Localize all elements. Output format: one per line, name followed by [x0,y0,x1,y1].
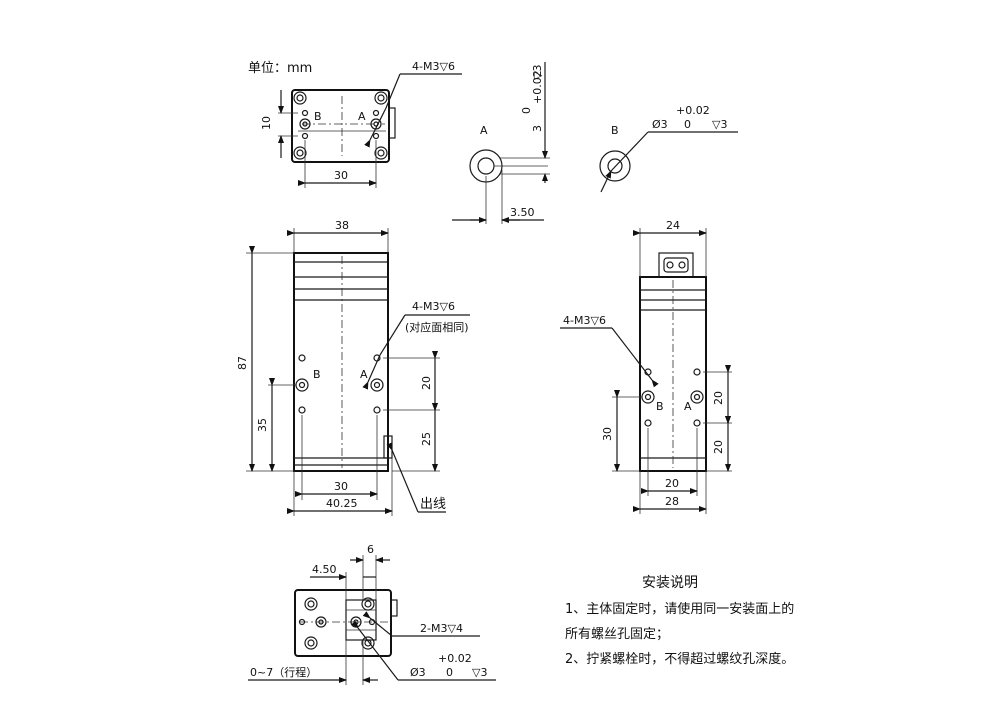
detail-a-label: A [480,124,488,137]
front-view: B A 4-M3▽6 (对应面相同) 38 87 35 20 25 [236,219,470,516]
dim-35: 35 [256,418,269,432]
dim-30-top: 30 [334,169,348,182]
depth-side: 6 [599,314,606,327]
notes-line-3: 2、拧紧螺栓时，不得超过螺纹孔深度。 [565,651,794,667]
depth-symbol-b: ▽ [712,118,721,131]
detail-b: B +0.02 Ø3 0 ▽3 [599,104,738,193]
dim-30-front: 30 [334,480,348,493]
svg-text:4-M3▽6: 4-M3▽6 [412,300,455,313]
tol-plus-a: +0.02 [531,70,544,104]
svg-text:▽3: ▽3 [712,118,727,131]
depth-top: 6 [448,60,455,73]
svg-text:▽3: ▽3 [472,666,487,679]
detail-b-label: B [611,124,619,137]
dim-38: 38 [335,219,349,232]
tol-zero-bottom: 0 [446,666,453,679]
dim-25: 25 [420,432,433,446]
notes-line-2: 所有螺丝孔固定； [565,627,669,642]
dim-28: 28 [665,495,679,508]
depth-symbol-a: ▽ [531,71,544,80]
dim-20-side-w: 20 [665,477,679,490]
tol-zero-b: 0 [684,118,691,131]
svg-text:2-M3▽4: 2-M3▽4 [420,622,463,635]
svg-text:Ø3: Ø3 [410,666,426,679]
dim-40-25: 40.25 [326,497,358,510]
tol-plus-bottom: +0.02 [438,652,472,665]
dim-3-50: 3.50 [510,206,535,219]
pin-dim-a: 3 [531,125,544,132]
depth-bottom: 4 [456,622,463,635]
depth-symbol-front: ▽ [439,300,448,313]
wire-out-label: 出线 [420,497,446,512]
depth-front: 6 [448,300,455,313]
label-a: A [358,110,366,123]
svg-text:▽3: ▽3 [531,65,544,80]
install-notes: 安装说明 1、主体固定时，请使用同一安装面上的 所有螺丝孔固定； 2、拧紧螺栓时… [565,575,794,667]
depth-a: 3 [531,65,544,72]
top-view: 单位：mm B A 4-M3▽6 10 30 [248,60,462,188]
depth-pin: 3 [480,666,487,679]
depth-symbol-pin: ▽ [472,666,481,679]
dim-87: 87 [236,356,249,370]
depth-b: 3 [720,118,727,131]
dim-4-50: 4.50 [312,563,337,576]
hole-spec-side: 4-M3 [563,314,590,327]
svg-text:Ø3: Ø3 [652,118,668,131]
side-label-a: A [684,400,692,413]
svg-text:4-M3▽6: 4-M3▽6 [412,60,455,73]
tol-zero-a: 0 [520,107,533,114]
side-view: B A 4-M3▽6 24 20 20 30 20 28 [560,219,732,514]
dim-20-side-a: 20 [712,391,725,405]
tol-plus-b: +0.02 [676,104,710,117]
depth-symbol: ▽ [439,60,448,73]
dim-20-side-b: 20 [712,440,725,454]
depth-symbol-bottom: ▽ [447,622,456,635]
dim-24: 24 [666,219,680,232]
dim-6: 6 [367,543,374,556]
phi-bottom: Ø3 [410,666,426,679]
hole-spec-top: 4-M3 [412,60,439,73]
dim-10: 10 [260,116,273,130]
notes-title: 安装说明 [642,575,698,591]
corner-screw-icon [293,91,388,160]
front-label-a: A [360,368,368,381]
svg-text:4-M3▽6: 4-M3▽6 [563,314,606,327]
notes-line-1: 1、主体固定时，请使用同一安装面上的 [565,601,794,617]
detail-a: A +0.02 0 3 ▽3 3.50 [452,62,550,224]
bottom-view: 6 4.50 2-M3▽4 0~7（行程） +0.02 Ø3 0 ▽3 [248,543,496,685]
unit-label: 单位：mm [248,61,312,76]
dim-30-side: 30 [601,427,614,441]
side-label-b: B [656,400,664,413]
stroke-label: 0~7（行程） [250,666,317,679]
hole-spec-bottom: 2-M3 [420,622,447,635]
hole-spec-front: 4-M3 [412,300,439,313]
depth-symbol-side: ▽ [590,314,599,327]
front-label-b: B [313,368,321,381]
same-opposite-note: (对应面相同) [405,320,469,334]
dim-20-front: 20 [420,376,433,390]
phi-b: Ø3 [652,118,668,131]
label-b: B [314,110,322,123]
